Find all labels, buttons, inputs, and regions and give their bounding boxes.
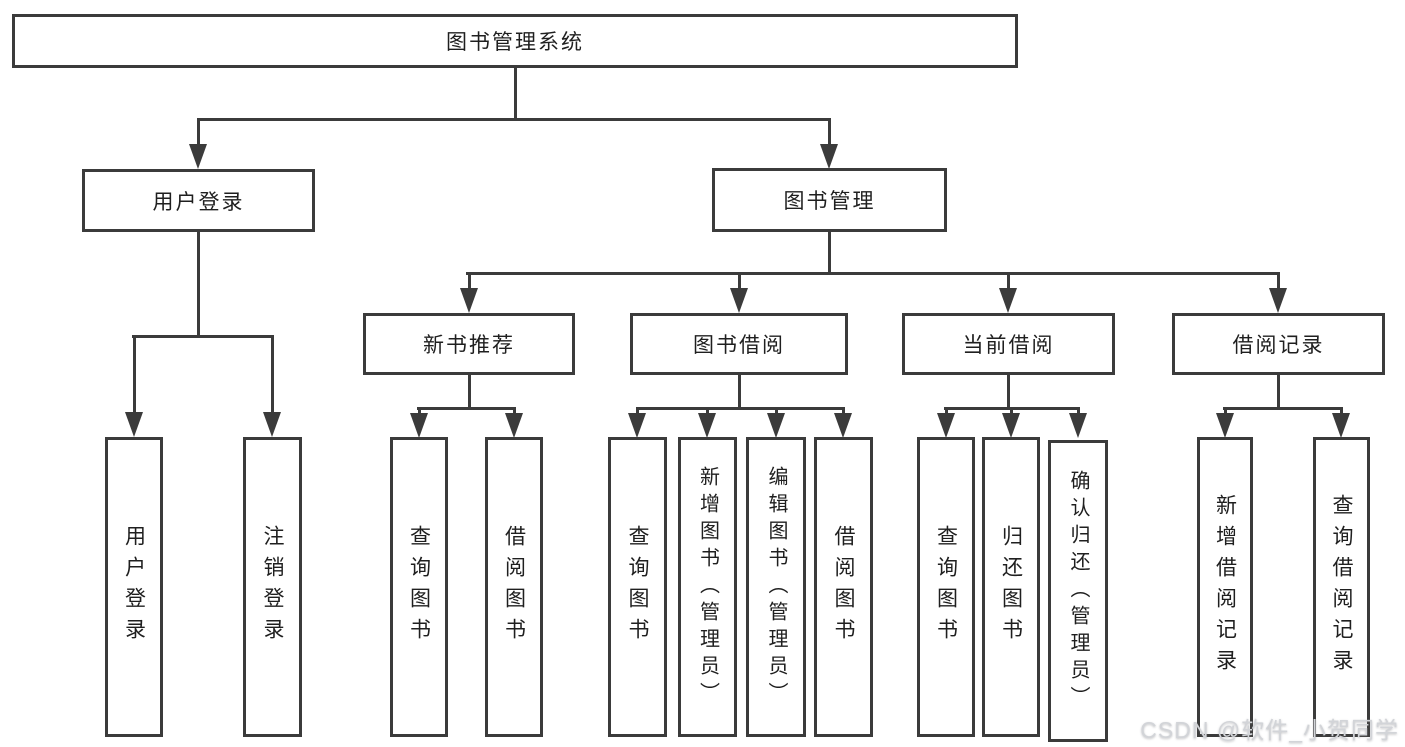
leaf-user-login: 用户登录 — [105, 437, 163, 737]
leaf-query-books-recommend: 查询图书 — [390, 437, 448, 737]
leaf-add-books-admin: 新增图书（管理员） — [678, 437, 737, 737]
arrow-down-icon — [1269, 288, 1287, 313]
node-borrow-records-label: 借阅记录 — [1232, 334, 1325, 357]
connector-root-stub — [514, 68, 517, 121]
leaf-query-books-borrow: 查询图书 — [608, 437, 667, 737]
connector-stem-current-borrow — [1007, 275, 1010, 289]
leaf-query-books-recommend-label: 查询图书 — [407, 525, 431, 649]
arrow-down-icon — [410, 413, 428, 438]
connector-book-mgmt-stub — [828, 232, 831, 275]
node-book-management-group: 图书管理 — [712, 168, 947, 232]
node-current-borrow: 当前借阅 — [902, 313, 1115, 375]
node-new-book-recommend: 新书推荐 — [363, 313, 575, 375]
arrow-down-icon — [628, 413, 646, 438]
connector-stem-logout-leaf — [271, 338, 274, 412]
arrow-down-icon — [505, 413, 523, 438]
leaf-logout-label: 注销登录 — [261, 525, 284, 649]
connector-level3-rail — [466, 272, 1280, 275]
connector-user-login-stub — [197, 232, 200, 338]
leaf-query-borrow-record-label: 查询借阅记录 — [1330, 494, 1353, 680]
node-book-management-group-label: 图书管理 — [783, 190, 876, 213]
connector-stem-user-login — [197, 121, 200, 145]
connector-user-login-rail — [132, 335, 274, 338]
arrow-down-icon — [1002, 413, 1020, 438]
node-current-borrow-label: 当前借阅 — [962, 334, 1055, 357]
leaf-confirm-return-admin: 确认归还（管理员） — [1048, 440, 1108, 742]
node-root: 图书管理系统 — [12, 14, 1018, 68]
leaf-edit-books-admin: 编辑图书（管理员） — [746, 437, 806, 737]
leaf-add-borrow-record: 新增借阅记录 — [1197, 437, 1253, 737]
connector-stem-leaf — [775, 407, 778, 414]
connector-stem-borrow-records — [1277, 275, 1280, 289]
leaf-borrow-books: 借阅图书 — [814, 437, 873, 737]
node-book-borrow-label: 图书借阅 — [693, 334, 785, 357]
arrow-down-icon — [1216, 413, 1234, 438]
connector-stem-leaf — [636, 407, 639, 414]
arrow-down-icon — [263, 412, 281, 437]
arrow-down-icon — [999, 288, 1017, 313]
arrow-down-icon — [189, 144, 207, 169]
leaf-edit-books-admin-label: 编辑图书（管理员） — [765, 465, 787, 709]
arrow-down-icon — [834, 413, 852, 438]
connector-borrow-records-stub — [1277, 375, 1280, 410]
leaf-return-books-label: 归还图书 — [999, 525, 1023, 649]
connector-stem-leaf — [418, 407, 421, 414]
leaf-user-login-label: 用户登录 — [122, 525, 146, 649]
leaf-borrow-books-recommend-label: 借阅图书 — [502, 525, 526, 649]
connector-stem-new-book — [468, 275, 471, 289]
connector-new-book-stub — [468, 375, 471, 410]
leaf-confirm-return-admin-label: 确认归还（管理员） — [1067, 469, 1089, 713]
arrow-down-icon — [820, 144, 838, 169]
connector-stem-leaf — [842, 407, 845, 414]
connector-stem-leaf — [945, 407, 948, 414]
leaf-add-borrow-record-label: 新增借阅记录 — [1213, 494, 1237, 680]
csdn-watermark: CSDN @软件_小贺同学 — [1140, 717, 1399, 743]
connector-stem-book-borrow — [738, 275, 741, 289]
leaf-return-books: 归还图书 — [982, 437, 1040, 737]
connector-stem-leaf — [1077, 407, 1080, 414]
arrow-down-icon — [767, 413, 785, 438]
node-root-label: 图书管理系统 — [446, 31, 584, 54]
leaf-query-books-current: 查询图书 — [917, 437, 975, 737]
connector-stem-leaf — [1010, 407, 1013, 414]
connector-stem-leaf — [706, 407, 709, 414]
leaf-borrow-books-recommend: 借阅图书 — [485, 437, 543, 737]
node-book-borrow: 图书借阅 — [630, 313, 848, 375]
connector-stem-leaf — [1224, 407, 1227, 414]
arrow-down-icon — [460, 288, 478, 313]
connector-current-borrow-stub — [1007, 375, 1010, 410]
connector-new-book-rail — [417, 407, 516, 410]
node-user-login-group-label: 用户登录 — [152, 190, 245, 214]
connector-book-borrow-stub — [738, 375, 741, 410]
arrow-down-icon — [125, 412, 143, 437]
node-new-book-recommend-label: 新书推荐 — [423, 334, 515, 357]
connector-borrow-records-rail — [1223, 407, 1343, 410]
arrow-down-icon — [1069, 413, 1087, 438]
leaf-query-borrow-record: 查询借阅记录 — [1313, 437, 1370, 737]
connector-book-borrow-rail — [636, 407, 845, 410]
leaf-query-books-borrow-label: 查询图书 — [626, 525, 649, 649]
leaf-add-books-admin-label: 新增图书（管理员） — [696, 465, 719, 709]
connector-stem-leaf — [1340, 407, 1343, 414]
connector-stem-leaf — [513, 407, 516, 414]
arrow-down-icon — [730, 288, 748, 313]
connector-stem-login-leaf — [133, 338, 136, 412]
connector-stem-book-mgmt — [828, 121, 831, 145]
leaf-query-books-current-label: 查询图书 — [934, 525, 958, 649]
node-borrow-records: 借阅记录 — [1172, 313, 1385, 375]
arrow-down-icon — [698, 413, 716, 438]
connector-level1-rail — [197, 118, 831, 121]
arrow-down-icon — [937, 413, 955, 438]
arrow-down-icon — [1332, 413, 1350, 438]
leaf-logout: 注销登录 — [243, 437, 302, 737]
leaf-borrow-books-label: 借阅图书 — [832, 525, 855, 649]
node-user-login-group: 用户登录 — [82, 169, 315, 232]
